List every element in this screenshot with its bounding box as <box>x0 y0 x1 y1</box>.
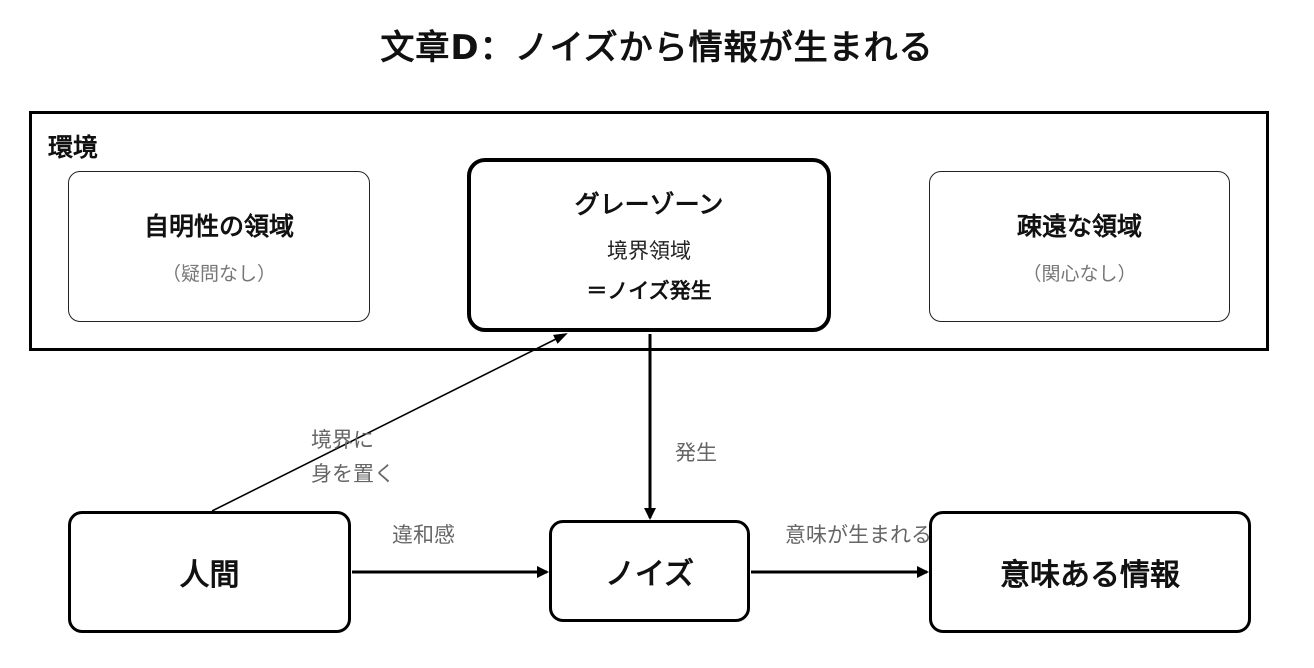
distant-region-box: 疎遠な領域 （関心なし） <box>929 171 1230 322</box>
obvious-region-note: （疑問なし） <box>161 263 276 285</box>
noise-node: ノイズ <box>549 520 750 622</box>
grayzone-line2: ＝ノイズ発生 <box>586 279 712 303</box>
edge-label-occurs: 発生 <box>675 441 717 465</box>
environment-label: 環境 <box>48 133 99 162</box>
edge-label-place-at-boundary: 境界に 身を置く <box>311 423 395 491</box>
grayzone-title: グレーゾーン <box>574 190 724 219</box>
edge-label-meaning-emerges: 意味が生まれる <box>785 523 932 547</box>
edge-label-discomfort: 違和感 <box>392 523 455 547</box>
grayzone-line1: 境界領域 <box>607 239 691 263</box>
distant-region-title: 疎遠な領域 <box>1016 212 1142 241</box>
edge-label-line1: 境界に <box>311 428 374 452</box>
edge-label-line2: 身を置く <box>311 462 395 486</box>
meaningful-info-label: 意味ある情報 <box>1000 558 1180 593</box>
human-node: 人間 <box>68 511 351 633</box>
diagram-title: 文章D：ノイズから情報が生まれる <box>380 28 934 68</box>
noise-label: ノイズ <box>604 557 695 592</box>
grayzone-box: グレーゾーン 境界領域 ＝ノイズ発生 <box>467 158 831 332</box>
distant-region-note: （関心なし） <box>1022 263 1137 285</box>
meaningful-info-node: 意味ある情報 <box>929 511 1251 633</box>
obvious-region-box: 自明性の領域 （疑問なし） <box>68 171 370 322</box>
human-to-grayzone-arrow <box>211 333 568 512</box>
human-label: 人間 <box>179 558 240 593</box>
obvious-region-title: 自明性の領域 <box>143 212 294 241</box>
